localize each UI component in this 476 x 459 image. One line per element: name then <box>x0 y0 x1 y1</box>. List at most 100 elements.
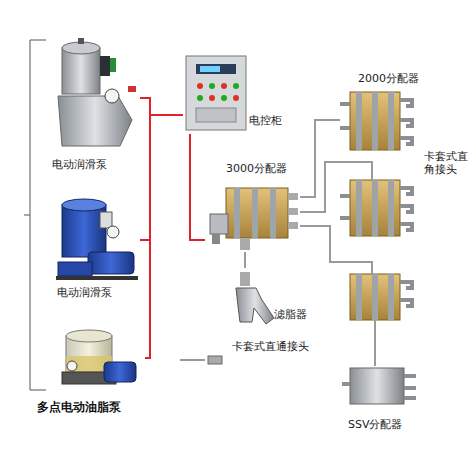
distributor-3000 <box>210 188 298 250</box>
part-label: 卡套式直通接头 <box>232 340 309 353</box>
distributor-middle <box>400 188 412 230</box>
grey-pipes <box>374 320 376 366</box>
ssv-distributor <box>350 368 404 404</box>
control-cabinet <box>209 95 215 101</box>
pump-blue <box>56 199 138 280</box>
distributor-2000 <box>388 92 394 150</box>
distributor-3000 <box>234 188 240 238</box>
pump-grey <box>62 48 100 94</box>
component-node: SSV分配器 <box>338 360 424 435</box>
filter <box>240 272 250 286</box>
ssv-distributor <box>342 382 350 386</box>
distributor-2000 <box>350 92 400 150</box>
pipe-connector <box>140 115 183 240</box>
distributor-lower <box>356 274 362 320</box>
grey-pipes <box>300 226 372 274</box>
control-cabinet <box>197 83 203 89</box>
control-cabinet <box>196 108 236 122</box>
distributor-3000 <box>212 234 220 244</box>
ssv-distributor <box>404 376 416 398</box>
component-label: 电动润滑泵 <box>52 158 107 171</box>
pump-blue <box>62 205 106 257</box>
filter <box>208 356 222 364</box>
pump-grey <box>110 58 116 72</box>
distributor-lower <box>350 274 412 320</box>
pump-grey <box>128 86 136 92</box>
distributor-lower <box>350 274 400 320</box>
component-label: 滤脂器 <box>274 308 307 321</box>
pump-blue <box>58 262 92 276</box>
left-bracket <box>24 215 30 216</box>
distributor-3000 <box>288 222 298 229</box>
distributor-3000 <box>226 188 288 238</box>
component-label: 2000分配器 <box>358 72 419 85</box>
pump-blue <box>56 276 138 280</box>
pipe-connector <box>245 252 246 268</box>
component-node: 3000分配器 <box>205 160 300 252</box>
pump-grease <box>66 330 112 342</box>
component-label: 电动润滑泵 <box>57 286 112 299</box>
distributor-lower <box>400 282 412 306</box>
left-bracket <box>30 40 46 390</box>
pipe-connector <box>140 115 183 240</box>
control-cabinet <box>197 95 203 101</box>
control-cabinet <box>221 95 227 101</box>
component-node: 2000分配器 <box>340 72 424 157</box>
distributor-2000 <box>340 104 350 128</box>
pipe-connector <box>140 98 183 115</box>
distributor-2000 <box>356 92 362 150</box>
pump-blue <box>88 252 134 274</box>
control-cabinet <box>209 83 215 89</box>
distributor-3000 <box>288 193 298 200</box>
distributor-lower <box>372 274 378 320</box>
control-cabinet <box>221 83 227 89</box>
distributor-lower <box>388 274 394 320</box>
part-label: 卡套式直角接头 <box>424 150 470 176</box>
control-cabinet <box>233 83 239 89</box>
grey-pipes <box>180 162 375 366</box>
component-node: 滤脂器 <box>222 268 310 330</box>
pump-grease <box>62 330 136 384</box>
pipe-connector <box>300 120 340 197</box>
filter <box>236 288 274 324</box>
component-node: 电控柜 <box>183 52 287 134</box>
control-cabinet <box>186 56 246 130</box>
distributor-middle <box>356 180 362 236</box>
distributor-3000 <box>288 208 298 215</box>
distributor-3000 <box>252 188 258 238</box>
component-label: 3000分配器 <box>226 162 287 175</box>
distributor-3000 <box>270 188 276 238</box>
pump-grey <box>78 38 84 44</box>
control-cabinet <box>186 56 246 130</box>
grey-pipes <box>180 359 205 361</box>
pump-grey <box>58 38 136 146</box>
pump-grey <box>58 96 132 146</box>
grey-pipes <box>300 162 372 212</box>
component-node: 多点电动油脂泵 <box>35 325 145 420</box>
control-cabinet <box>196 64 236 74</box>
ssv-distributor <box>342 368 416 404</box>
component-node: 电动润滑泵 <box>40 190 140 305</box>
pump-grey <box>100 56 110 76</box>
pump-blue <box>107 226 119 238</box>
control-cabinet <box>200 66 220 72</box>
pump-blue <box>100 212 112 228</box>
pipe-connector <box>190 134 205 240</box>
pump-grey <box>105 89 119 103</box>
pipe-connector <box>244 252 246 268</box>
left-bracket <box>24 40 46 390</box>
distributor-2000 <box>340 92 412 150</box>
distributor-3000 <box>240 238 250 250</box>
component-label: SSV分配器 <box>348 418 403 431</box>
distributor-3000 <box>210 214 228 234</box>
distributor-middle <box>340 180 412 236</box>
pump-blue <box>62 199 106 211</box>
pipe-connector <box>145 115 183 358</box>
component-label: 多点电动油脂泵 <box>37 401 121 414</box>
pump-grease <box>67 361 77 371</box>
pipe-connector <box>145 115 183 358</box>
pipe-connector <box>190 134 205 240</box>
pump-grease <box>104 362 136 382</box>
